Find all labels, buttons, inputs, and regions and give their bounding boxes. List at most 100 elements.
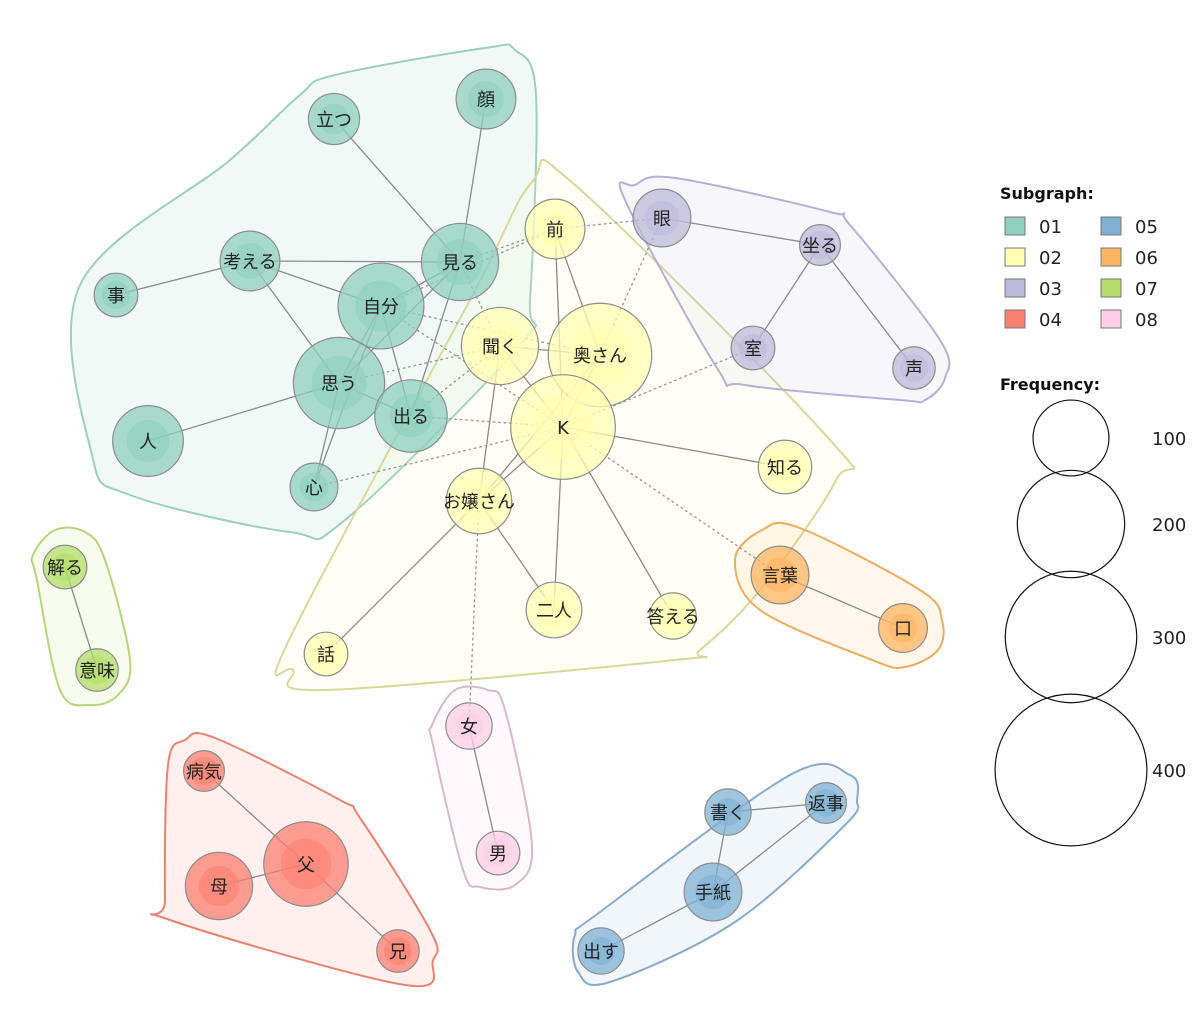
node-解る[interactable]: 解る xyxy=(42,544,88,590)
legend-size-circle xyxy=(1016,469,1126,579)
node-label: 言葉 xyxy=(762,566,798,587)
node-自分[interactable]: 自分 xyxy=(337,262,425,350)
node-core xyxy=(232,243,268,279)
node-core xyxy=(459,481,499,521)
node-見る[interactable]: 見る xyxy=(420,222,500,302)
node-label: 出す xyxy=(583,942,619,963)
edge-心-K xyxy=(313,426,564,488)
node-label: 父 xyxy=(297,855,315,876)
node-返事[interactable]: 返事 xyxy=(804,781,848,825)
node-お嬢さん[interactable]: お嬢さん xyxy=(443,467,515,535)
node-label: 心 xyxy=(305,478,323,499)
node-話[interactable]: 話 xyxy=(303,631,349,677)
node-layer: 立つ顔考える見る事自分思う出る人心前聞く奥さんK知るお嬢さん二人答える話眼坐る室… xyxy=(42,68,936,975)
node-label: 二人 xyxy=(536,601,572,622)
node-core xyxy=(568,323,632,387)
legend-label: 02 xyxy=(1039,248,1062,269)
node-label: 自分 xyxy=(363,297,399,318)
node-室[interactable]: 室 xyxy=(730,325,776,371)
node-core xyxy=(126,419,170,463)
node-core xyxy=(537,211,573,247)
node-出る[interactable]: 出る xyxy=(374,379,448,453)
legend-size-label: 200 xyxy=(1152,515,1186,536)
node-書く[interactable]: 書く xyxy=(704,788,752,836)
node-男[interactable]: 男 xyxy=(475,830,521,876)
node-core xyxy=(102,281,130,309)
node-label: 書く xyxy=(710,803,746,824)
legend-size-circle xyxy=(1004,570,1138,704)
node-label: 立つ xyxy=(316,110,352,131)
node-手紙[interactable]: 手紙 xyxy=(683,862,743,922)
node-母[interactable]: 母 xyxy=(184,851,254,921)
node-二人[interactable]: 二人 xyxy=(525,581,583,639)
node-事[interactable]: 事 xyxy=(93,272,139,318)
legend-size-200: 200 xyxy=(1016,469,1186,579)
node-顔[interactable]: 顔 xyxy=(455,68,517,130)
legend-swatch xyxy=(1004,278,1026,298)
legend-size-circle xyxy=(994,693,1148,847)
node-label: 坐る xyxy=(802,236,838,257)
legend-size-circle xyxy=(1032,399,1110,477)
node-病気[interactable]: 病気 xyxy=(182,749,226,793)
legend-item-06: 06 xyxy=(1100,247,1158,269)
node-声[interactable]: 声 xyxy=(892,346,936,390)
node-label: 男 xyxy=(489,844,507,865)
node-core xyxy=(695,874,731,910)
node-core xyxy=(587,937,615,965)
node-兄[interactable]: 兄 xyxy=(376,929,420,973)
node-core xyxy=(888,613,918,643)
node-答える[interactable]: 答える xyxy=(646,592,700,640)
node-label: 答える xyxy=(646,607,699,628)
subgraph-region-03 xyxy=(618,175,951,404)
node-core xyxy=(51,553,79,581)
node-label: 出る xyxy=(393,407,429,428)
node-label: 手紙 xyxy=(695,883,731,904)
node-女[interactable]: 女 xyxy=(445,702,493,750)
legend-item-05: 05 xyxy=(1100,216,1158,238)
node-言葉[interactable]: 言葉 xyxy=(750,545,810,605)
legend-label: 04 xyxy=(1039,310,1062,331)
node-口[interactable]: 口 xyxy=(878,603,928,653)
node-坐る[interactable]: 坐る xyxy=(798,223,842,267)
legend-size-100: 100 xyxy=(1032,399,1186,477)
node-label: 顔 xyxy=(477,90,495,111)
node-core xyxy=(436,238,484,286)
node-立つ[interactable]: 立つ xyxy=(307,92,361,146)
legend-item-04: 04 xyxy=(1004,309,1062,331)
node-心[interactable]: 心 xyxy=(289,462,339,512)
node-label: 意味 xyxy=(79,661,115,682)
legend-item-02: 02 xyxy=(1004,247,1062,269)
node-core xyxy=(484,839,512,867)
node-K[interactable]: K xyxy=(510,374,616,480)
node-core xyxy=(739,334,767,362)
node-label: 女 xyxy=(460,717,478,738)
node-core xyxy=(384,937,412,965)
node-core xyxy=(198,865,240,907)
node-意味[interactable]: 意味 xyxy=(75,648,119,692)
node-出す[interactable]: 出す xyxy=(577,927,625,975)
node-父[interactable]: 父 xyxy=(263,821,349,907)
node-label: 知る xyxy=(767,458,803,479)
node-聞く[interactable]: 聞く xyxy=(460,306,540,386)
legend-swatch xyxy=(1100,278,1122,298)
legend-label: 03 xyxy=(1039,279,1062,300)
node-知る[interactable]: 知る xyxy=(757,439,813,495)
node-考える[interactable]: 考える xyxy=(219,230,281,292)
node-core xyxy=(389,394,433,438)
legend-label: 07 xyxy=(1135,279,1158,300)
node-前[interactable]: 前 xyxy=(524,198,586,260)
node-core xyxy=(355,280,407,332)
node-label: 口 xyxy=(894,619,912,640)
node-core xyxy=(318,103,350,135)
node-label: K xyxy=(557,418,570,439)
legend-item-03: 03 xyxy=(1004,278,1062,300)
node-思う[interactable]: 思う xyxy=(292,336,386,430)
node-core xyxy=(190,757,218,785)
node-眼[interactable]: 眼 xyxy=(632,188,692,248)
legend-swatch xyxy=(1004,247,1026,267)
legend-subgraph-title: Subgraph: xyxy=(1000,184,1094,203)
legend-size-400: 400 xyxy=(994,693,1186,847)
node-人[interactable]: 人 xyxy=(112,405,184,477)
